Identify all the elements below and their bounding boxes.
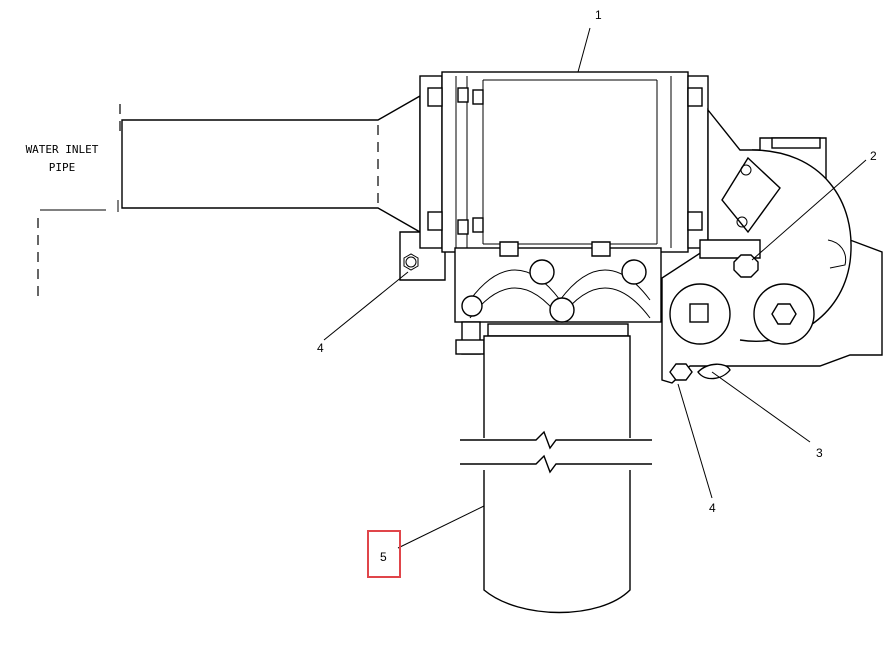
callout-2: 2 [870,149,877,163]
valve-body [661,108,883,384]
pump-housing [419,71,709,253]
callout-4-right: 4 [709,501,716,515]
filter-canister [460,323,652,614]
leader-lines [323,27,867,549]
callout-5: 5 [380,550,387,564]
water-inlet-pipe [37,94,421,300]
callout-3: 3 [816,446,823,460]
water-inlet-label: WATER INLET PIPE [26,143,99,174]
callout-4-left: 4 [317,341,324,355]
svg-text:WATER INLET: WATER INLET [26,143,99,156]
callout-5-highlight [367,530,401,578]
callout-1: 1 [595,8,602,22]
svg-text:PIPE: PIPE [49,161,76,174]
coupling-section [454,241,662,355]
